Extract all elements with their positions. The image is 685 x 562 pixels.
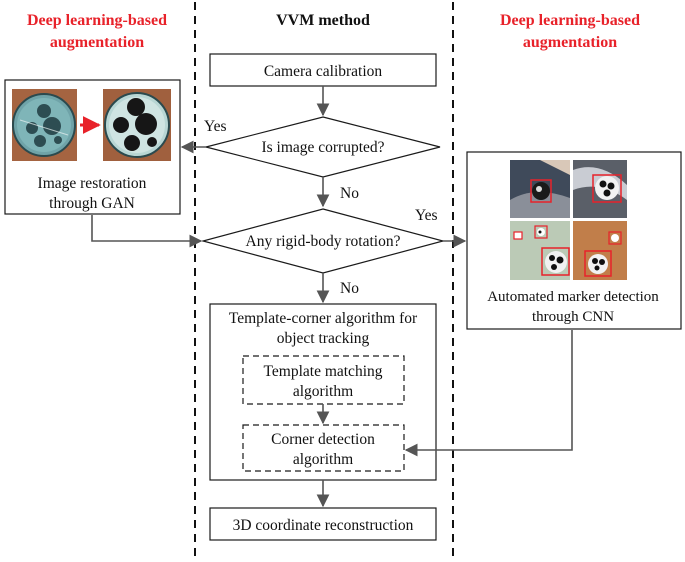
corner-detection-label-line1: Corner detection bbox=[271, 431, 375, 448]
arrow-gan-to-rotation bbox=[91, 215, 203, 248]
right-header-line2: augmentation bbox=[523, 34, 617, 51]
template-matching-box bbox=[242, 355, 405, 405]
left-header-line1: Deep learning-based bbox=[27, 12, 167, 29]
template-matching-label-line2: algorithm bbox=[293, 383, 353, 400]
template-corner-label-line2: object tracking bbox=[277, 330, 370, 347]
camera-calibration-label: Camera calibration bbox=[264, 63, 383, 80]
center-header: VVM method bbox=[276, 12, 370, 29]
corner-detection-label-line2: algorithm bbox=[293, 451, 353, 468]
rigid-body-label: Any rigid-body rotation? bbox=[246, 233, 401, 250]
gan-label-line1: Image restoration bbox=[38, 175, 147, 192]
rotation-no-label: No bbox=[340, 280, 359, 297]
camera-calibration-box bbox=[209, 53, 437, 87]
template-corner-label-line1: Template-corner algorithm for bbox=[229, 310, 418, 327]
corner-detection-box bbox=[242, 424, 405, 472]
cnn-detection-images bbox=[510, 160, 627, 280]
gan-label-line2: through GAN bbox=[49, 195, 135, 212]
gan-input-image bbox=[12, 89, 77, 161]
cnn-label-line2: through CNN bbox=[532, 309, 614, 325]
corrupted-yes-label: Yes bbox=[204, 118, 227, 135]
cnn-label-line1: Automated marker detection bbox=[487, 289, 659, 305]
arrow-cnn-to-corner-detection bbox=[404, 330, 573, 457]
gan-output-image bbox=[103, 89, 171, 161]
corrupted-no-label: No bbox=[340, 185, 359, 202]
template-matching-label-line1: Template matching bbox=[264, 363, 383, 380]
image-corrupted-label: Is image corrupted? bbox=[261, 139, 384, 156]
reconstruction-label: 3D coordinate reconstruction bbox=[233, 517, 414, 534]
right-header-line1: Deep learning-based bbox=[500, 12, 640, 29]
rotation-yes-label: Yes bbox=[415, 207, 438, 224]
reconstruction-box bbox=[209, 507, 437, 541]
left-header-line2: augmentation bbox=[50, 34, 144, 51]
